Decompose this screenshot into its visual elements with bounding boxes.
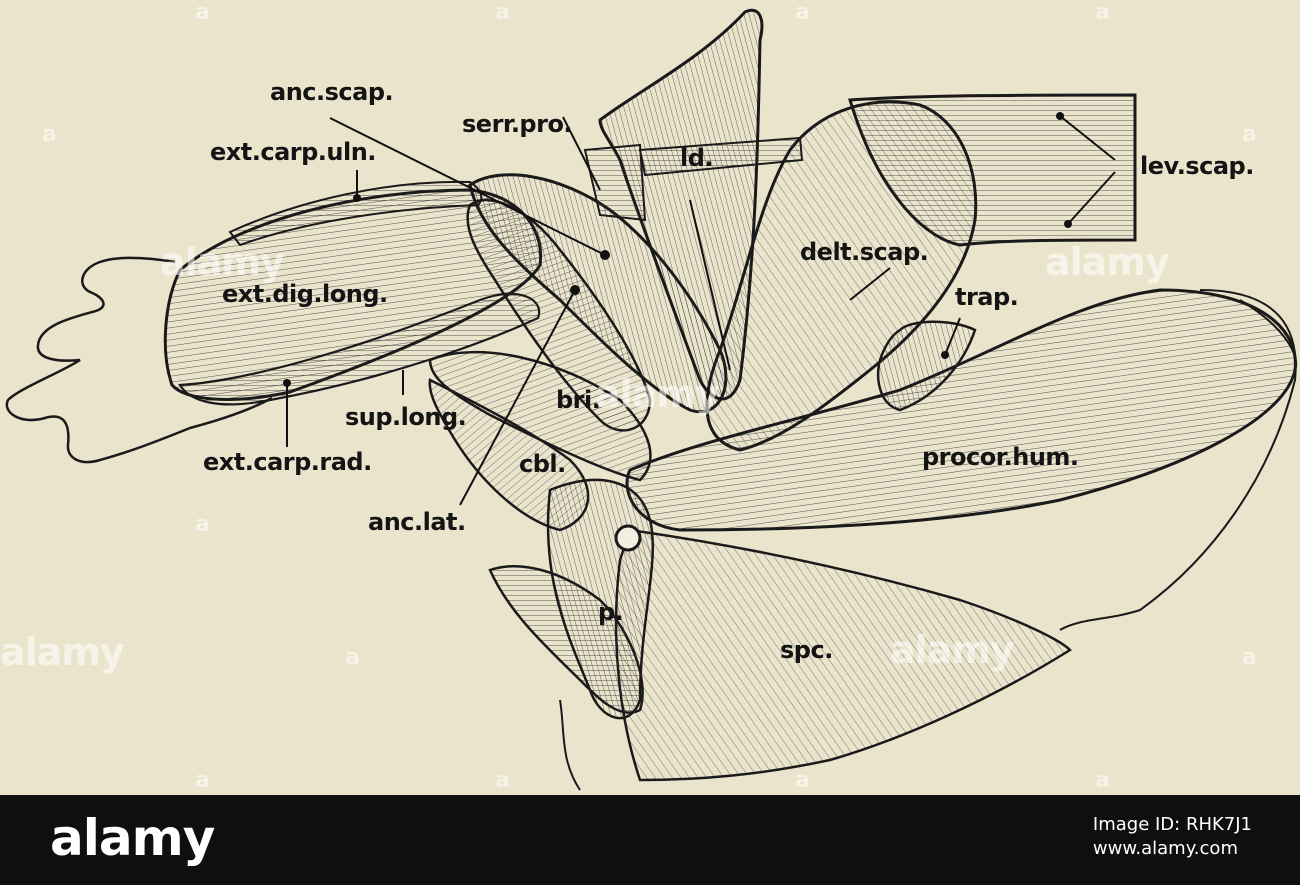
watermark-text: alamy [890,628,1015,672]
watermark-text: alamy [1045,240,1170,284]
label-bri: bri. [556,386,601,414]
watermark-letter: a [495,768,510,793]
leader-lines [286,115,1116,506]
image-id-line: Image ID: RHK7J1 [1092,814,1252,835]
label-procor-hum: procor.hum. [922,443,1079,471]
label-ext-carp-rad: ext.carp.rad. [203,448,372,476]
site-url: www.alamy.com [1092,838,1238,860]
hand-outline [5,256,273,464]
label-anc-scap: anc.scap. [270,78,394,106]
watermark-letter: a [195,768,210,793]
watermark-letter: a [345,645,360,670]
brand-logo: alamy [50,809,215,867]
procor-outline [1059,289,1297,631]
label-trap: trap. [955,283,1019,311]
watermark-letter: a [42,122,57,147]
label-serr-pro: serr.pro. [462,110,573,138]
muscle-serr-pro [583,143,647,222]
label-anc-lat: anc.lat. [368,508,466,536]
leader-dots [283,112,1072,387]
watermark-letter: a [195,512,210,537]
label-lev-scap: lev.scap. [1140,152,1254,180]
watermark-text: alamy [0,630,125,674]
muscle-illustration [5,8,1298,791]
tendon-insertion [614,524,642,552]
watermark-letter: a [1242,645,1257,670]
footer-bar: alamy Image ID: RHK7J1 www.alamy.com [0,795,1300,885]
watermark-letter: a [495,0,510,25]
watermark-letter: a [795,0,810,25]
watermark-text: alamy [595,372,720,416]
label-p: p. [598,598,624,626]
image-id: Image ID: RHK7J1 www.alamy.com [1093,813,1252,862]
watermark-letter: a [795,768,810,793]
label-sup-long: sup.long. [345,403,467,431]
watermark-letter: a [1095,768,1110,793]
label-spc: spc. [780,636,833,664]
muscle-spc [614,528,1072,782]
watermark-letter: a [1095,0,1110,25]
label-ext-carp-uln: ext.carp.uln. [210,138,376,166]
watermark-letter: a [1242,122,1257,147]
label-cbl: cbl. [519,450,566,478]
watermark-text: alamy [160,240,285,284]
label-ld: ld. [680,144,714,172]
label-ext-dig-long: ext.dig.long. [222,280,388,308]
label-delt-scap: delt.scap. [800,238,929,266]
body-outline [559,699,581,791]
watermark-letter: a [195,0,210,25]
anatomical-plate: anc.scap. serr.pro. ext.carp.uln. ld. le… [0,0,1298,793]
